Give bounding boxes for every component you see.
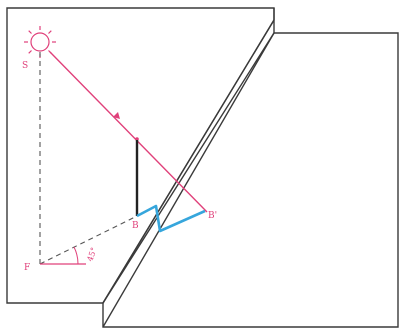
ground-foot-label: F (24, 263, 30, 273)
ray-marker-dot (135, 137, 139, 141)
sun-point-label: S (22, 61, 28, 71)
ray-direction-arrow (113, 112, 120, 119)
wall-edge-front (102, 19, 275, 304)
ground-projection-dashed-line (39, 215, 138, 265)
sun-icon (24, 26, 56, 58)
stick-bottom-label: B (132, 221, 139, 231)
right-wall-panel (102, 32, 399, 328)
wall-edge-back (102, 32, 275, 328)
shadow-line (136, 204, 206, 233)
angle-label: 45° (85, 246, 98, 262)
shadow-tip-label: B' (208, 211, 217, 221)
left-wall-panel (6, 7, 275, 304)
angle-arc (73, 246, 79, 265)
sun-ray (49, 51, 208, 213)
